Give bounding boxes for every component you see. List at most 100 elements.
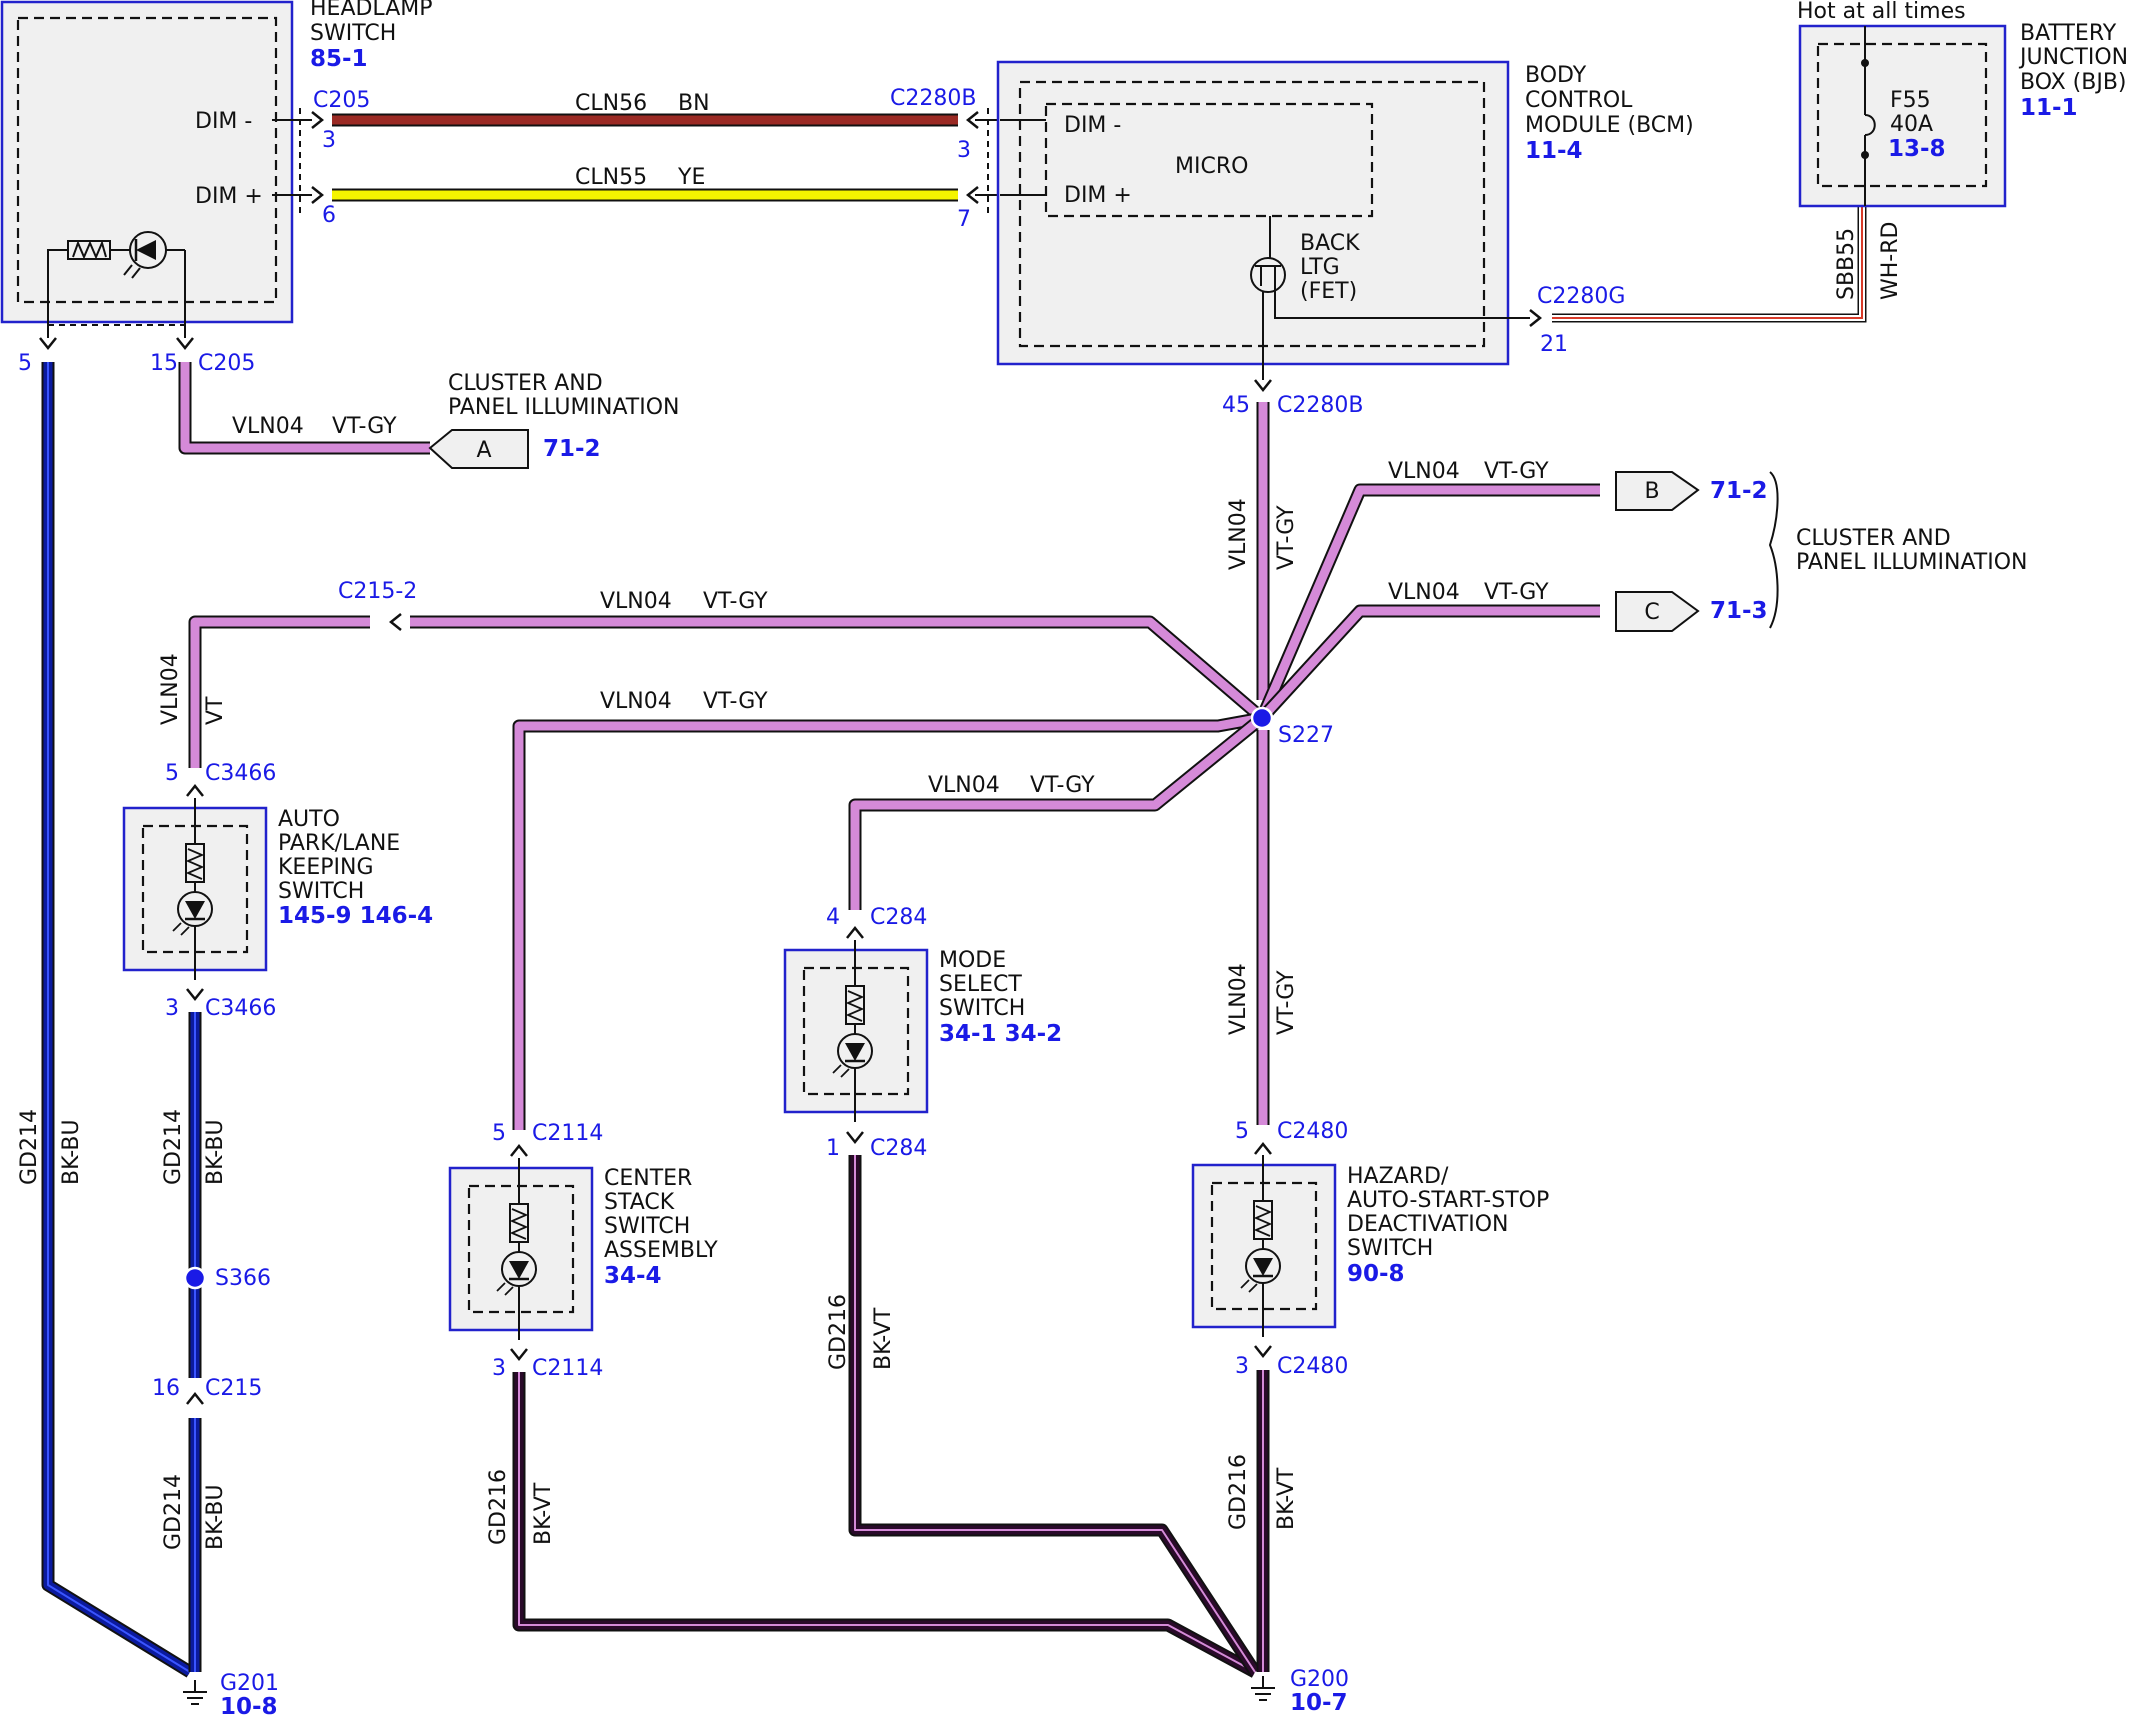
bcm-dim-minus: DIM - <box>1064 113 1121 138</box>
auto-park-lane-switch: AUTO PARK/LANE KEEPING SWITCH 145-9 146-… <box>122 798 433 980</box>
headlamp-conn-top: C205 <box>313 88 370 113</box>
cln56-label: CLN56 <box>575 91 647 116</box>
bcm-conn-top: C2280B <box>890 86 976 111</box>
ground-g201-icon <box>183 1680 207 1705</box>
vtgy-bcm-label: VT-GY <box>1274 505 1299 570</box>
c2280g-chevron <box>1529 309 1543 327</box>
c2280b-pin45-chevron <box>1254 379 1272 393</box>
cluster-bc-section: VLN04 VT-GY VLN04 VT-GY B 71-2 C 71-3 CL… <box>1388 459 2028 632</box>
hazard-pin-bottom: 3 <box>1235 1354 1249 1379</box>
autopark-name-1: AUTO <box>278 807 340 832</box>
wire-vln04-cluster-c <box>1257 604 1600 723</box>
splice-s227-label: S227 <box>1278 723 1334 748</box>
bkbu-left-label: BK-BU <box>59 1119 84 1185</box>
autopark-conn-top: C3466 <box>205 761 276 786</box>
headlamp-pin-6: 6 <box>322 203 336 228</box>
vtgy-a-label: VT-GY <box>332 414 397 439</box>
vtgy-c-label: VT-GY <box>1484 580 1549 605</box>
hazard-name-2: AUTO-START-STOP <box>1347 1188 1549 1213</box>
bcm-name-1: BODY <box>1525 63 1587 88</box>
vln04-c215-label: VLN04 <box>600 589 672 614</box>
mode-pin-bottom: 1 <box>826 1136 840 1161</box>
bjb-circuit: SBB55 <box>1834 228 1859 300</box>
connector-labels: C215-2 S227 5 C3466 3 C3466 S366 16 C215… <box>152 579 1349 1716</box>
cluster-a-section: CLUSTER AND PANEL ILLUMINATION VLN04 VT-… <box>232 371 680 469</box>
bcm-fet-1: BACK <box>1300 231 1360 256</box>
backlight-led-icon <box>47 231 186 335</box>
bjb-hot-label: Hot at all times <box>1797 0 1966 24</box>
body-control-module: MICRO DIM - DIM + BACK LTG (FET) BODY CO… <box>890 60 1694 418</box>
autopark-name-3: KEEPING <box>278 855 374 880</box>
wire-gd216-center-stack <box>512 1372 1259 1678</box>
connector-c-ref: 71-3 <box>1710 598 1768 624</box>
mode-conn-bottom: C284 <box>870 1136 927 1161</box>
c205-pin6-chevron <box>311 186 325 204</box>
autopark-pin-bottom: 3 <box>165 996 179 1021</box>
bn-label: BN <box>678 91 710 116</box>
g200-ref: 10-7 <box>1290 1690 1348 1716</box>
bcm-pin-21: 21 <box>1540 332 1568 357</box>
headlamp-switch-frame <box>0 0 294 324</box>
headlamp-ref: 85-1 <box>310 46 368 72</box>
headlamp-pin-15: 15 <box>150 351 178 376</box>
vln04-hazard-label: VLN04 <box>1226 963 1251 1035</box>
ground-g200-icon <box>1251 1676 1275 1701</box>
connector-c-letter: C <box>1644 600 1659 625</box>
hazard-ref: 90-8 <box>1347 1261 1405 1287</box>
connector-b-letter: B <box>1644 479 1659 504</box>
hazard-name-4: SWITCH <box>1347 1236 1433 1261</box>
bcm-pin-7: 7 <box>957 207 971 232</box>
wire-vln04-center-stack <box>512 711 1264 1130</box>
top-wire-labels: CLN56 BN CLN55 YE <box>575 91 710 190</box>
hazard-name-1: HAZARD/ <box>1347 1164 1449 1189</box>
c215-2-chevron <box>388 613 402 631</box>
c284-bottom-chevron <box>846 1131 864 1145</box>
autopark-ref: 145-9 146-4 <box>278 903 433 929</box>
center-name-4: ASSEMBLY <box>604 1238 718 1263</box>
bcm-name-2: CONTROL <box>1525 88 1633 113</box>
gd216-mode-label: GD216 <box>826 1294 851 1370</box>
bcm-conn-bottom: C2280B <box>1277 393 1363 418</box>
headlamp-switch: HEADLAMP SWITCH 85-1 DIM - DIM + C205 3 … <box>0 0 433 376</box>
hazard-conn-bottom: C2480 <box>1277 1354 1348 1379</box>
center-led-icon <box>496 1158 537 1340</box>
wire-vln04-cluster-a <box>178 362 430 455</box>
brace-icon <box>1768 471 1779 629</box>
autopark-name-2: PARK/LANE <box>278 831 400 856</box>
connector-b-icon: B <box>1615 471 1700 511</box>
cluster-brace-line-1: CLUSTER AND <box>1796 526 1951 551</box>
connector-a-letter: A <box>476 438 491 463</box>
headlamp-switch-inner <box>16 16 278 304</box>
c215-chevron <box>186 1391 204 1405</box>
mode-name-2: SELECT <box>939 972 1022 997</box>
mode-pin-top: 4 <box>826 905 840 930</box>
wires <box>39 108 1867 1678</box>
vln04-mode-label: VLN04 <box>928 773 1000 798</box>
fuse-icon <box>1861 26 1876 206</box>
vln04-bcm-label: VLN04 <box>1226 498 1251 570</box>
vln04-autopark-label: VLN04 <box>158 653 183 725</box>
headlamp-name-2: SWITCH <box>310 21 396 46</box>
wire-vln04-c215-2 <box>410 615 1267 723</box>
bjb-inner <box>1816 42 1988 188</box>
bcm-pin-3: 3 <box>957 138 971 163</box>
c2114-top-chevron <box>510 1143 528 1157</box>
bkvt-mode-label: BK-VT <box>871 1307 896 1370</box>
wire-gd216-mode-select <box>848 1155 1261 1676</box>
hazard-led-icon <box>1240 1155 1281 1337</box>
connector-a-icon: A <box>428 429 529 469</box>
headlamp-dim-minus: DIM - <box>195 109 252 134</box>
bjb-ref: 11-1 <box>2020 95 2078 121</box>
vtgy-c215-label: VT-GY <box>703 589 768 614</box>
headlamp-dim-plus: DIM + <box>195 184 263 209</box>
c2280b-pin7-chevron <box>965 186 979 204</box>
ye-label: YE <box>677 165 705 190</box>
cln55-label: CLN55 <box>575 165 647 190</box>
vtgy-b-label: VT-GY <box>1484 459 1549 484</box>
mode-ref: 34-1 34-2 <box>939 1021 1062 1047</box>
g201-name: G201 <box>220 1671 279 1696</box>
c215-2-label: C215-2 <box>338 579 417 604</box>
headlamp-pin-3: 3 <box>322 128 336 153</box>
g200-name: G200 <box>1290 1667 1349 1692</box>
hazard-auto-start-stop-switch: HAZARD/ AUTO-START-STOP DEACTIVATION SWI… <box>1191 1155 1549 1337</box>
